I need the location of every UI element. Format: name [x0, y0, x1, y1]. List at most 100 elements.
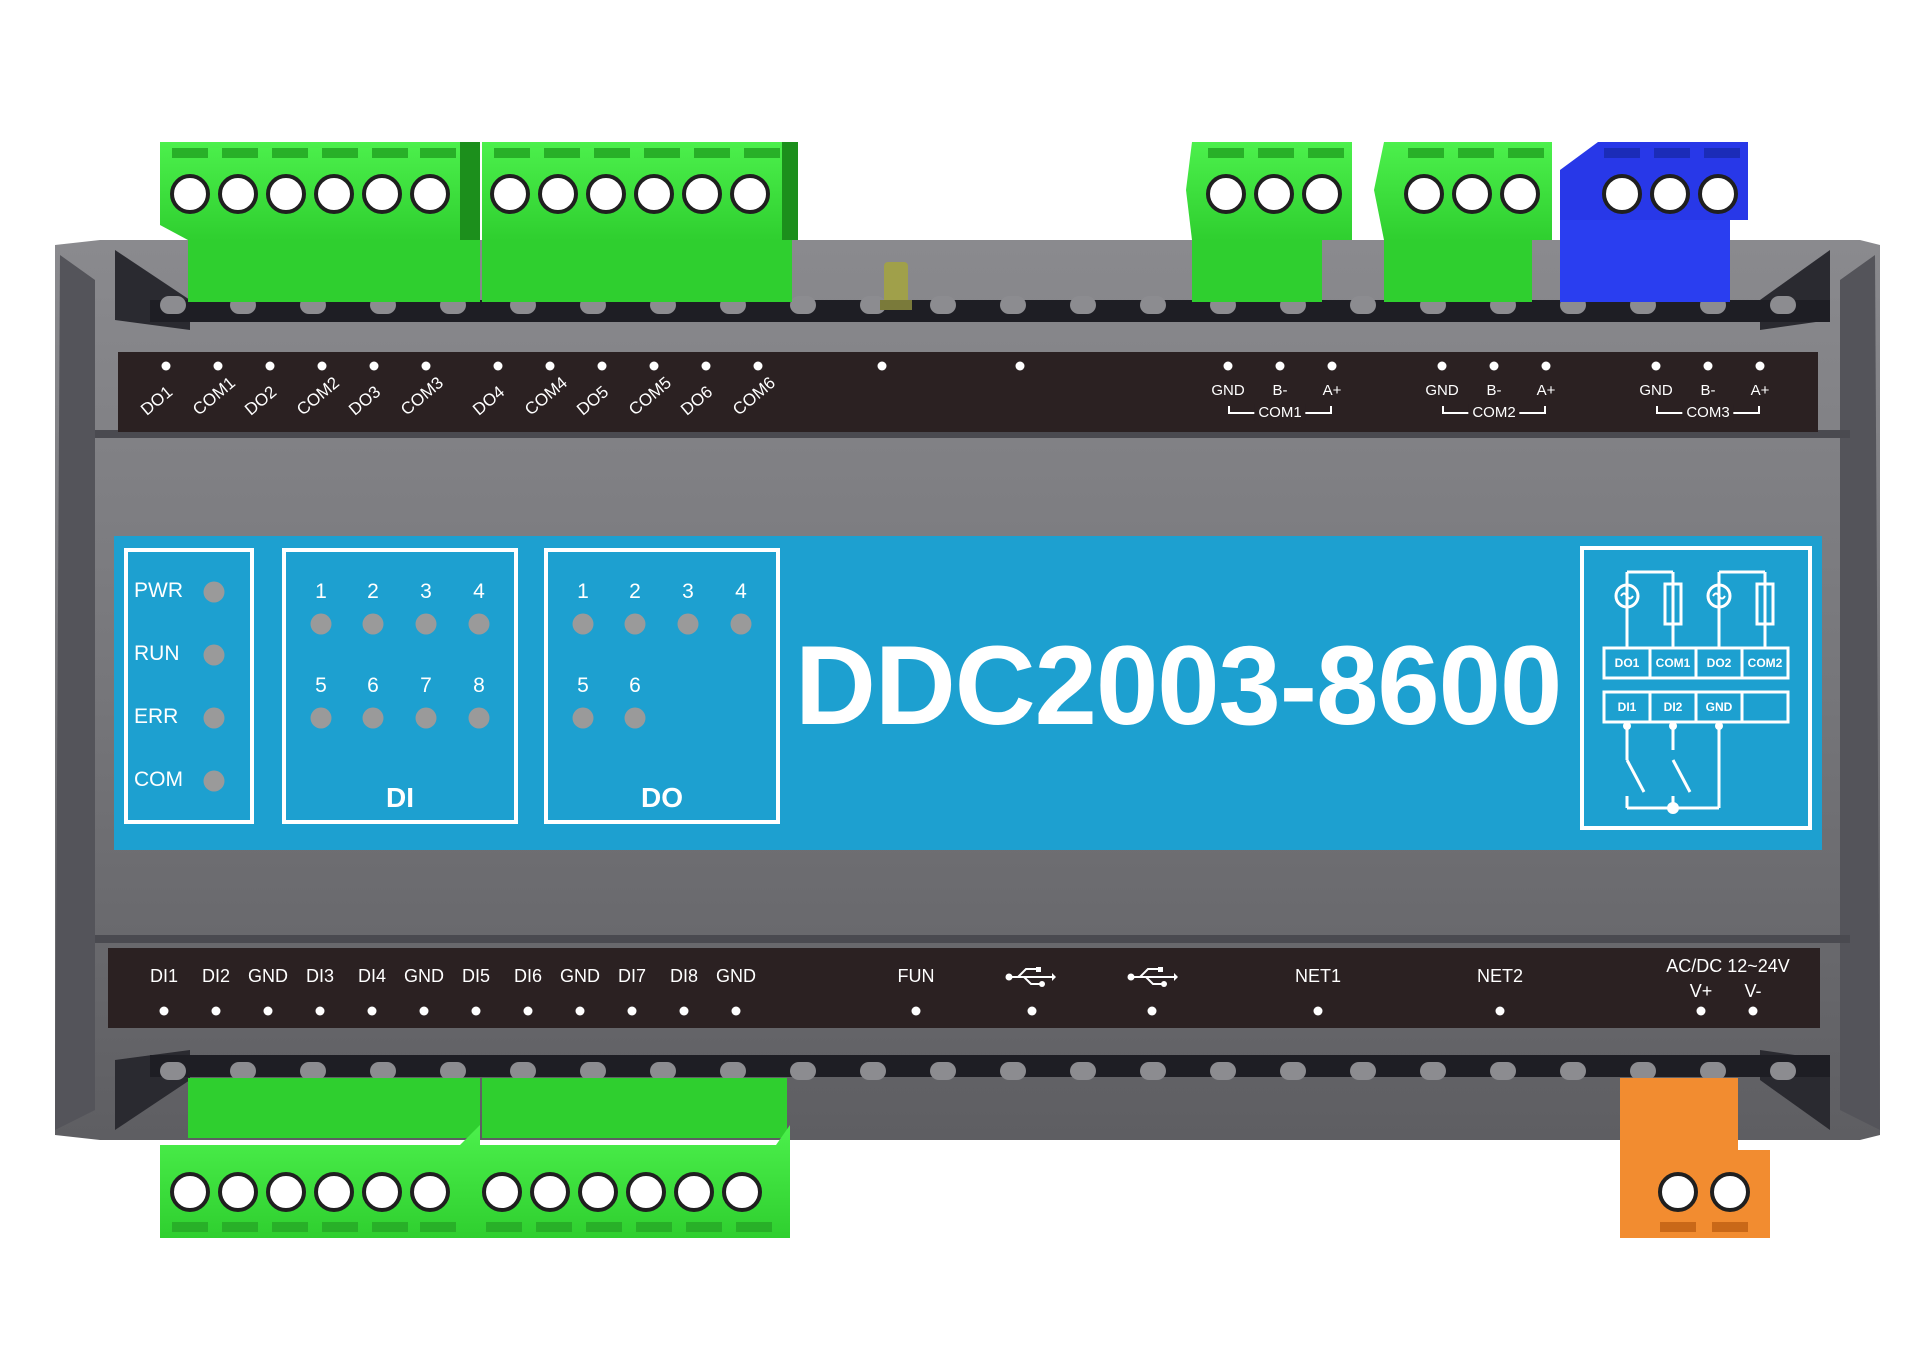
do-led — [572, 707, 594, 729]
terminal-dot — [315, 1006, 325, 1016]
input-terminal-label: DI1 — [149, 966, 179, 986]
wiring-cell: GND — [1705, 700, 1733, 714]
usb2-dot — [1147, 1006, 1157, 1016]
di-led — [362, 613, 384, 635]
usb-icon — [1005, 967, 1056, 987]
wiring-diagram-lines — [1602, 570, 1790, 814]
terminal-dot — [421, 361, 431, 371]
com-pin-dot — [1651, 361, 1661, 371]
do-led — [730, 613, 752, 635]
status-led-label: RUN — [134, 642, 180, 665]
do-led — [624, 613, 646, 635]
com-pin-label: A+ — [1536, 382, 1556, 399]
com-port-name: COM2 — [1468, 404, 1520, 421]
di-title: DI — [386, 782, 414, 813]
terminal-dot — [575, 1006, 585, 1016]
terminal-dot — [159, 1006, 169, 1016]
terminal-dot — [213, 361, 223, 371]
spare-dot — [1015, 361, 1025, 371]
terminal-dot — [627, 1006, 637, 1016]
wiring-cell: COM1 — [1655, 656, 1691, 670]
model-name: DDC2003-8600 — [795, 623, 1562, 748]
wiring-diagram — [1580, 546, 1812, 830]
terminal-dot — [649, 361, 659, 371]
di-led-number: 5 — [315, 674, 327, 697]
input-terminal-label: DI6 — [513, 966, 543, 986]
terminal-dot — [265, 361, 275, 371]
do-led-number: 4 — [735, 580, 747, 603]
com-pin-dot — [1703, 361, 1713, 371]
di-led-number: 4 — [473, 580, 485, 603]
di-led — [415, 707, 437, 729]
com-pin-label: B- — [1700, 382, 1716, 399]
terminal-dot — [211, 1006, 221, 1016]
input-terminal-label: DI5 — [461, 966, 491, 986]
status-led — [203, 770, 225, 792]
terminal-dot — [419, 1006, 429, 1016]
com-pin-label: GND — [1639, 382, 1673, 399]
terminal-dot — [161, 361, 171, 371]
di-led — [310, 707, 332, 729]
usb1-dot — [1027, 1006, 1037, 1016]
input-terminal-label: GND — [716, 966, 756, 986]
com-pin-dot — [1437, 361, 1447, 371]
status-led-group — [124, 548, 254, 824]
terminal-dot — [367, 1006, 377, 1016]
input-terminal-label: DI8 — [669, 966, 699, 986]
net1-dot — [1313, 1006, 1323, 1016]
power-dot-vplus — [1696, 1006, 1706, 1016]
com-pin-dot — [1275, 361, 1285, 371]
input-terminal-label: DI4 — [357, 966, 387, 986]
input-terminal-label: DI2 — [201, 966, 231, 986]
status-led — [203, 707, 225, 729]
di-led — [362, 707, 384, 729]
di-led-number: 2 — [367, 580, 379, 603]
status-led-label: COM — [134, 768, 183, 791]
do-led-number: 5 — [577, 674, 589, 697]
power-dot-vminus — [1748, 1006, 1758, 1016]
do-led-group — [544, 548, 780, 824]
di-led-number: 7 — [420, 674, 432, 697]
com-pin-label: A+ — [1750, 382, 1770, 399]
power-pin-vplus: V+ — [1689, 981, 1713, 1001]
do-led-number: 3 — [682, 580, 694, 603]
com-pin-label: B- — [1272, 382, 1288, 399]
do-led — [677, 613, 699, 635]
com-pin-label: A+ — [1322, 382, 1342, 399]
com-pin-dot — [1489, 361, 1499, 371]
input-terminal-label: GND — [560, 966, 600, 986]
di-led-number: 6 — [367, 674, 379, 697]
wiring-cell: DI1 — [1617, 700, 1637, 714]
wiring-cell: DI2 — [1663, 700, 1683, 714]
di-led-number: 3 — [420, 580, 432, 603]
input-terminal-label: GND — [404, 966, 444, 986]
terminal-dot — [597, 361, 607, 371]
do-title: DO — [641, 782, 683, 813]
com-pin-label: B- — [1486, 382, 1502, 399]
com-port-name: COM3 — [1682, 404, 1734, 421]
wiring-cell: DO2 — [1706, 656, 1732, 670]
input-terminal-label: DI3 — [305, 966, 335, 986]
di-led-number: 8 — [473, 674, 485, 697]
terminal-dot — [369, 361, 379, 371]
status-led-label: ERR — [134, 705, 179, 728]
terminal-dot — [523, 1006, 533, 1016]
net2-dot — [1495, 1006, 1505, 1016]
terminal-dot — [701, 361, 711, 371]
status-led — [203, 581, 225, 603]
di-led — [310, 613, 332, 635]
di-led — [468, 707, 490, 729]
terminal-dot — [263, 1006, 273, 1016]
com-pin-dot — [1755, 361, 1765, 371]
di-led — [415, 613, 437, 635]
power-title: AC/DC 12~24V — [1666, 956, 1790, 976]
com-pin-label: GND — [1211, 382, 1245, 399]
terminal-dot — [317, 361, 327, 371]
com-pin-dot — [1223, 361, 1233, 371]
di-led-group — [282, 548, 518, 824]
wiring-cell: DO1 — [1614, 656, 1640, 670]
net1-label: NET1 — [1294, 966, 1342, 986]
fun-dot — [911, 1006, 921, 1016]
